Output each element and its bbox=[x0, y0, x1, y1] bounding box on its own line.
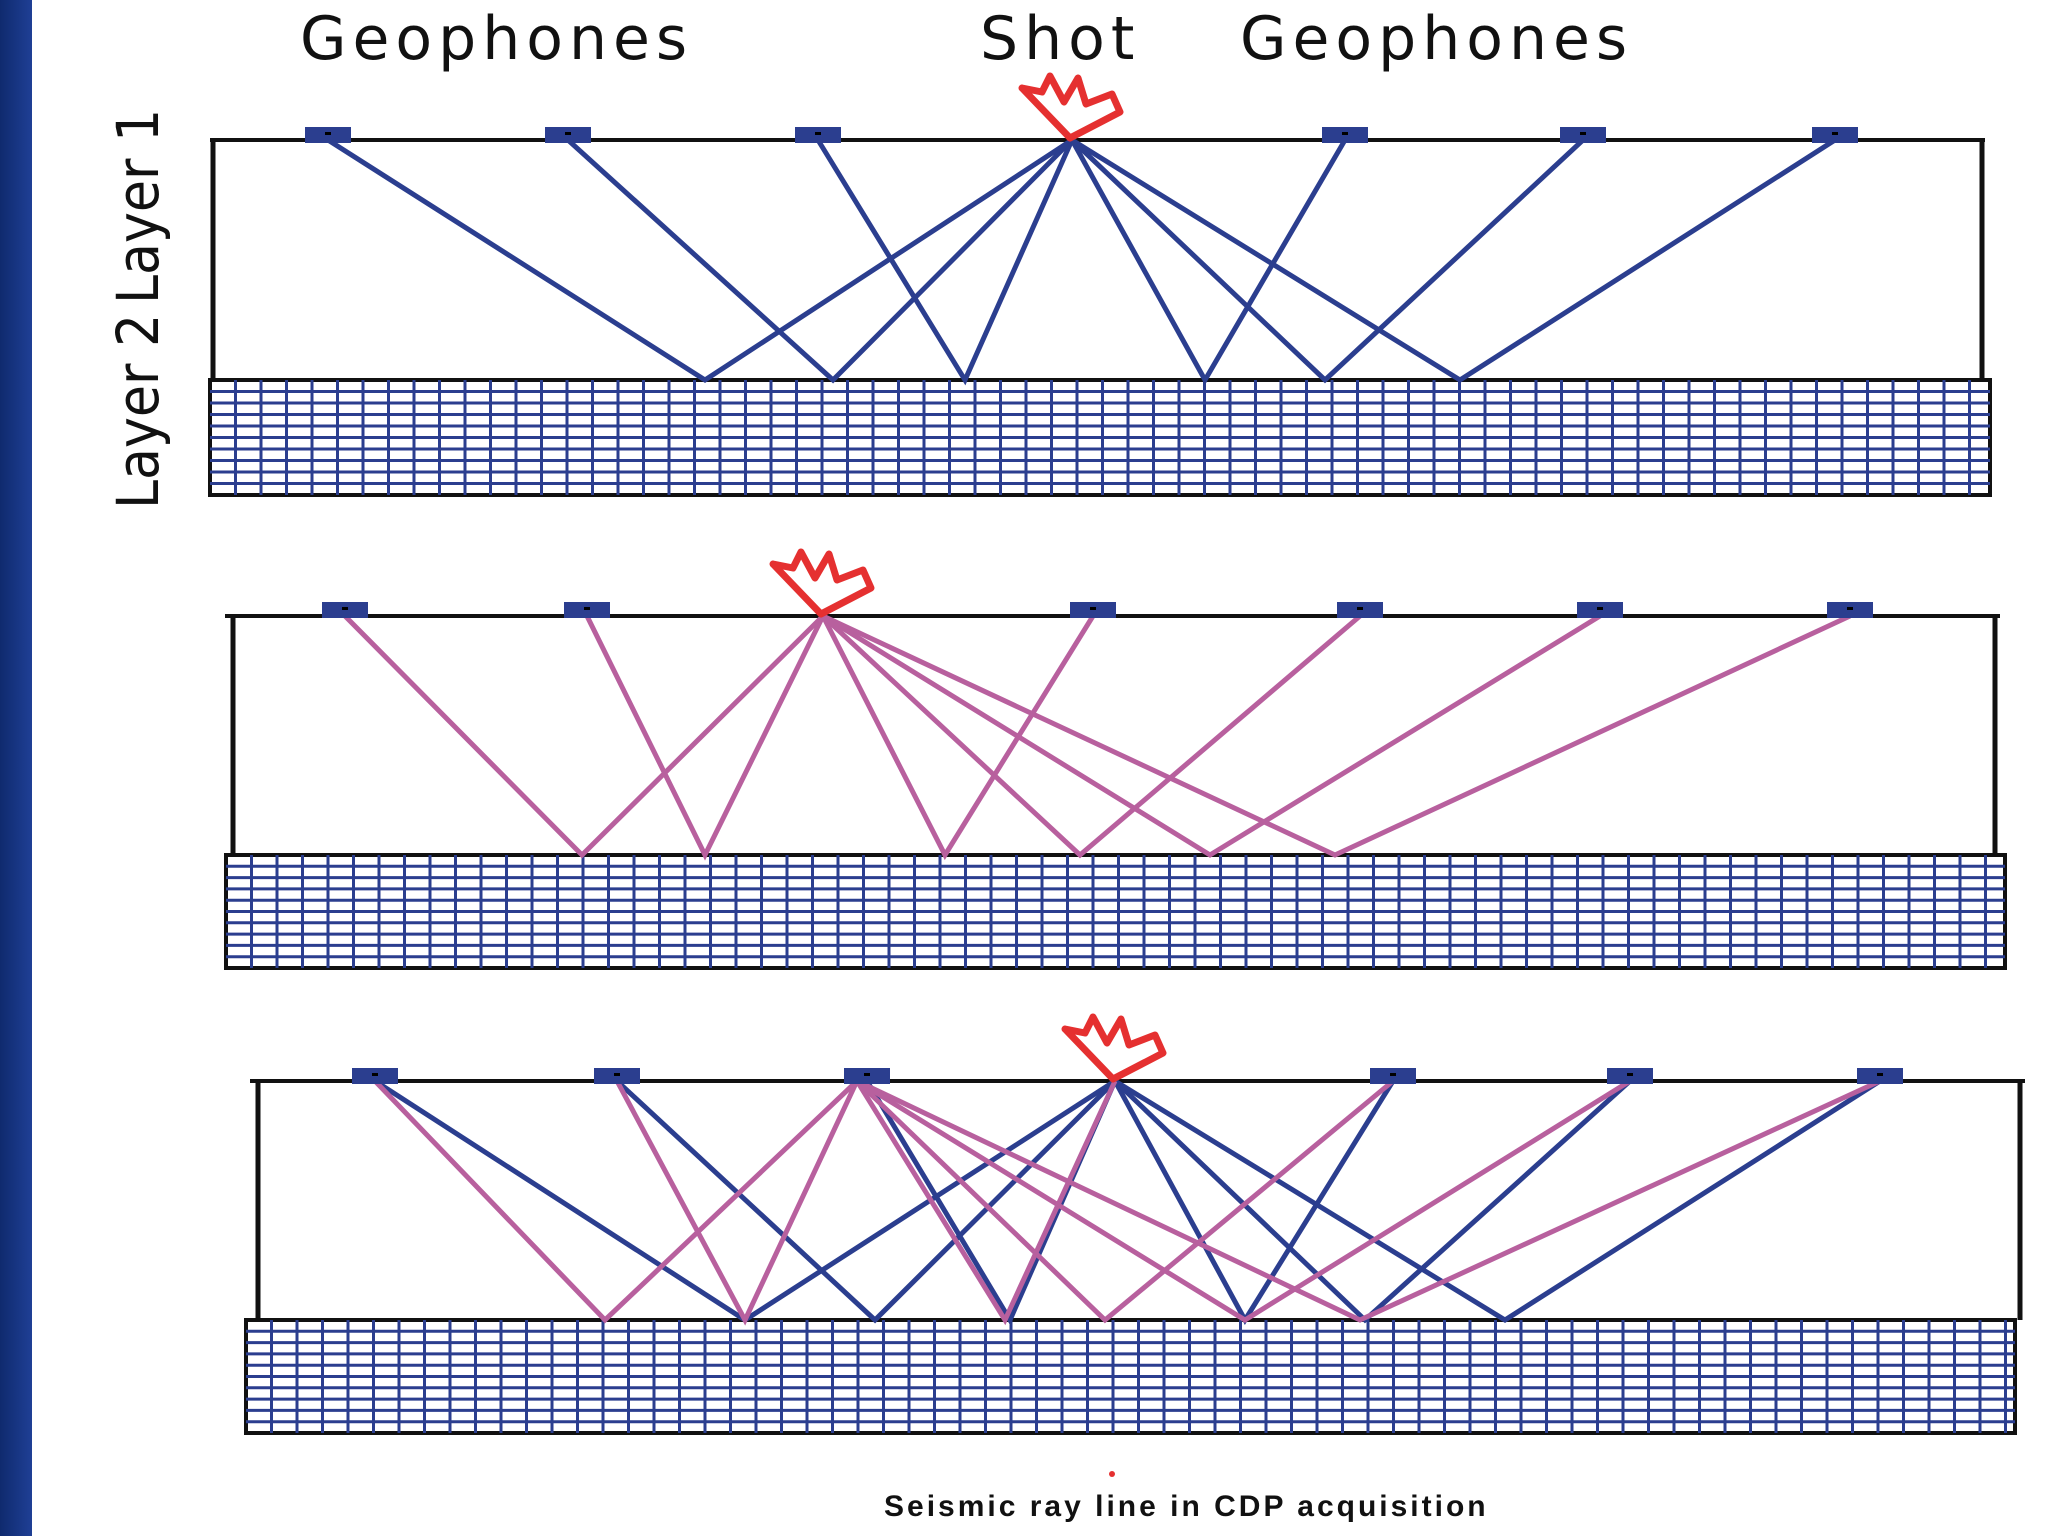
geophone-dot bbox=[864, 1073, 870, 1076]
ray-path bbox=[815, 138, 1075, 386]
geophone-dot bbox=[1832, 132, 1838, 135]
geophone-dot bbox=[1597, 607, 1603, 610]
geophone-dot bbox=[1847, 607, 1853, 610]
header-geophones-left: Geophones bbox=[300, 4, 694, 74]
ray-path bbox=[326, 137, 1074, 383]
geophone-dot bbox=[565, 132, 571, 135]
geophone-dot bbox=[1090, 607, 1096, 610]
geophone-dot bbox=[1877, 1073, 1883, 1076]
ray-path bbox=[854, 1079, 1118, 1326]
geophone-dot bbox=[342, 607, 348, 610]
ray-path bbox=[566, 138, 1074, 384]
panel-3 bbox=[244, 1013, 2025, 1435]
shot-burst-icon bbox=[1018, 72, 1124, 142]
left-accent-bar bbox=[0, 0, 32, 1536]
geophone-dot bbox=[815, 132, 821, 135]
shot-burst-icon bbox=[1061, 1013, 1167, 1083]
ray-path bbox=[1070, 138, 1585, 384]
figure-caption: Seismic ray line in CDP acquisition bbox=[884, 1490, 1489, 1523]
ray-path bbox=[821, 614, 1362, 859]
panels-group bbox=[208, 72, 2025, 1477]
caption-marker-dot bbox=[1109, 1471, 1115, 1477]
ray-path bbox=[373, 1079, 859, 1324]
shot-burst-icon bbox=[769, 548, 875, 618]
geophone-dot bbox=[584, 607, 590, 610]
header-geophones-right: Geophones bbox=[1240, 4, 1634, 74]
ray-path bbox=[820, 614, 1096, 861]
ray-path bbox=[615, 1079, 1117, 1324]
ray-path bbox=[1113, 1078, 1882, 1323]
geophone-dot bbox=[1390, 1073, 1396, 1076]
panel-2 bbox=[224, 548, 2007, 970]
ray-path bbox=[614, 1079, 860, 1326]
geophone-dot bbox=[1342, 132, 1348, 135]
geophone-dot bbox=[325, 132, 331, 135]
geophone-dot bbox=[372, 1073, 378, 1076]
geophone-dot bbox=[1627, 1073, 1633, 1076]
ray-path bbox=[821, 613, 1852, 858]
geophone-dot bbox=[1580, 132, 1586, 135]
header-shot: Shot bbox=[980, 4, 1141, 74]
panel-1 bbox=[208, 72, 1992, 497]
ray-path bbox=[1070, 137, 1837, 383]
ray-path bbox=[855, 1078, 1882, 1323]
ray-path bbox=[1069, 138, 1348, 386]
ray-path bbox=[855, 1079, 1395, 1324]
ray-path bbox=[855, 1078, 1632, 1323]
ray-path bbox=[584, 614, 826, 861]
geophone-dot bbox=[614, 1073, 620, 1076]
ray-path bbox=[821, 613, 1602, 858]
geophone-dot bbox=[1357, 607, 1363, 610]
ray-path bbox=[343, 614, 825, 859]
